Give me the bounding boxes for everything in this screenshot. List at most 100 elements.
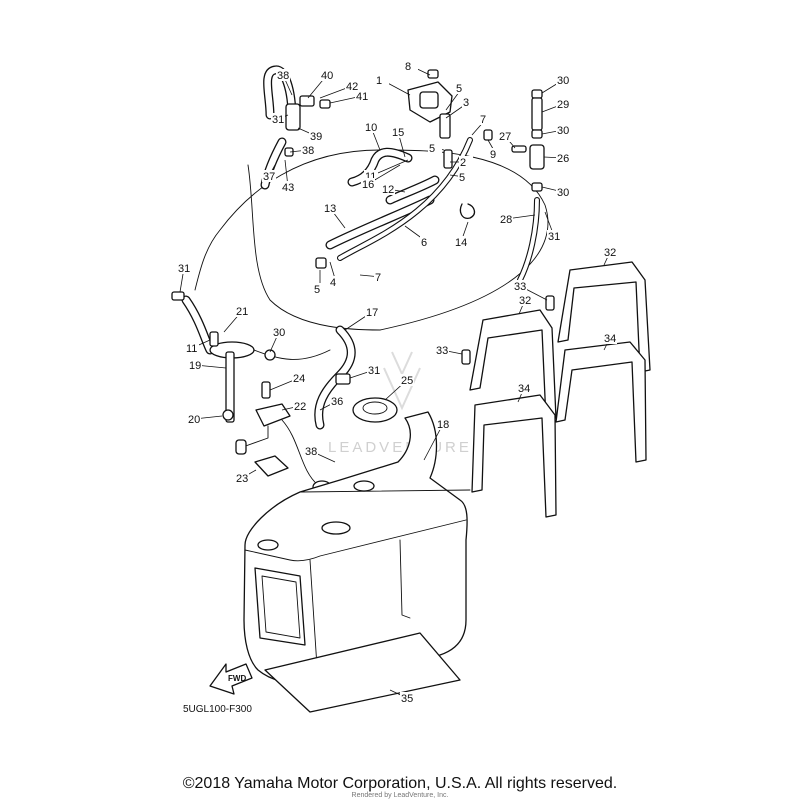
tank-outline-line	[194, 149, 549, 331]
callout-bg-c12	[381, 183, 395, 195]
callout-bg-c41	[355, 90, 369, 102]
callout-bg-c27	[498, 130, 512, 142]
copyright-text: ©2018 Yamaha Motor Corporation, U.S.A. A…	[182, 775, 618, 792]
callout-c8: 8	[405, 61, 411, 73]
callout-c7b: 7	[375, 272, 381, 284]
callout-c5a: 5	[456, 83, 462, 95]
callout-c1: 1	[376, 75, 382, 87]
callout-c11a: 11	[365, 171, 376, 183]
callout-bg-c31a	[271, 113, 285, 125]
callout-c22: 22	[294, 401, 306, 413]
callout-c7a: 7	[480, 114, 486, 126]
tank-straps	[461, 261, 651, 518]
callout-bg-c7a	[479, 113, 493, 125]
fuel-tank	[243, 411, 471, 684]
callout-bg-c11b	[185, 342, 199, 354]
callout-c13: 13	[324, 203, 336, 215]
callout-c27: 27	[499, 131, 511, 143]
callout-c29: 29	[557, 99, 569, 111]
callout-c2: 2	[460, 157, 466, 169]
drawing-code: 5UGL100-F300	[183, 704, 252, 715]
callout-layer: 1234555567789101111121314151617181920212…	[177, 60, 617, 705]
fuel-sender-unit	[209, 331, 331, 423]
callout-bg-c32a	[603, 246, 617, 258]
fuel-cap	[352, 397, 398, 423]
callout-c21: 21	[236, 306, 248, 318]
callout-c41: 41	[356, 91, 368, 103]
callout-c30d: 30	[273, 327, 285, 339]
callout-c16: 16	[362, 179, 374, 191]
callout-bg-c22	[293, 400, 307, 412]
callout-bg-c33b	[435, 344, 449, 356]
callout-bg-c31c	[177, 262, 191, 274]
callout-c43: 43	[282, 182, 294, 194]
callout-bg-c43	[281, 181, 295, 193]
callout-bg-c4	[329, 276, 343, 288]
callout-bg-c31d	[367, 364, 381, 376]
callout-c33b: 33	[436, 345, 448, 357]
callout-bg-c35	[400, 692, 414, 704]
callout-bg-c30c	[556, 186, 570, 198]
callout-c31d: 31	[368, 365, 380, 377]
callout-c31b: 31	[548, 231, 560, 243]
callout-c19: 19	[189, 360, 201, 372]
callout-bg-c39	[309, 130, 323, 142]
callout-bg-c1	[375, 74, 389, 86]
callout-bg-c23	[235, 472, 249, 484]
fuel-hoses-center	[315, 137, 476, 269]
callout-c11b: 11	[186, 343, 197, 355]
callout-bg-c33a	[513, 280, 527, 292]
watermark-text: LEADVENTURE	[328, 439, 472, 456]
callout-c34b: 34	[518, 383, 530, 395]
callout-bg-c16	[361, 178, 375, 190]
callout-bg-c37	[262, 170, 276, 182]
tank-mat	[264, 632, 461, 713]
callout-c14: 14	[455, 237, 467, 249]
callout-bg-c7b	[374, 271, 388, 283]
callout-bg-c34a	[603, 332, 617, 344]
callout-c40: 40	[321, 70, 333, 82]
callout-bg-c6	[420, 236, 434, 248]
callout-c31a: 31	[272, 114, 284, 126]
callout-c28: 28	[500, 214, 512, 226]
callout-c5c: 5	[459, 172, 465, 184]
callout-c38a: 38	[277, 70, 289, 82]
callout-c26: 26	[557, 153, 569, 165]
callout-bg-c9	[489, 148, 503, 160]
callout-c6: 6	[421, 237, 427, 249]
callout-c30b: 30	[557, 125, 569, 137]
callout-c31c: 31	[178, 263, 190, 275]
callout-bg-c30a	[556, 74, 570, 86]
callout-bg-c8	[404, 60, 418, 72]
callout-bg-c40	[320, 69, 334, 81]
callout-c18: 18	[437, 419, 449, 431]
callout-bg-c15	[391, 126, 405, 138]
callout-c23: 23	[236, 473, 248, 485]
callout-bg-c18	[436, 418, 450, 430]
callout-bg-c19	[188, 359, 202, 371]
callout-c12: 12	[382, 184, 394, 196]
vent-hose-assembly	[260, 65, 331, 190]
callout-bg-c38b	[301, 144, 315, 156]
callout-c30a: 30	[557, 75, 569, 87]
callout-c4: 4	[330, 277, 336, 289]
callout-bg-c3	[462, 96, 476, 108]
callout-bg-c5b	[428, 142, 442, 154]
rendered-by-text: Rendered by LeadVenture, Inc.	[351, 792, 449, 799]
callout-c37: 37	[263, 171, 275, 183]
vent-hose-17	[314, 325, 356, 430]
callout-bg-c38c	[304, 445, 318, 457]
callout-bg-c34b	[517, 382, 531, 394]
callout-c5d: 5	[314, 284, 320, 296]
callout-bg-c10	[364, 121, 378, 133]
callout-c3: 3	[463, 97, 469, 109]
callout-bg-c2	[459, 156, 473, 168]
callout-c9: 9	[490, 149, 496, 161]
callout-c35: 35	[401, 693, 413, 705]
callout-bg-c24	[292, 372, 306, 384]
callout-c25: 25	[401, 375, 413, 387]
fuel-meter-unit	[235, 381, 332, 494]
callout-bg-c5c	[458, 171, 472, 183]
callout-c39: 39	[310, 131, 322, 143]
